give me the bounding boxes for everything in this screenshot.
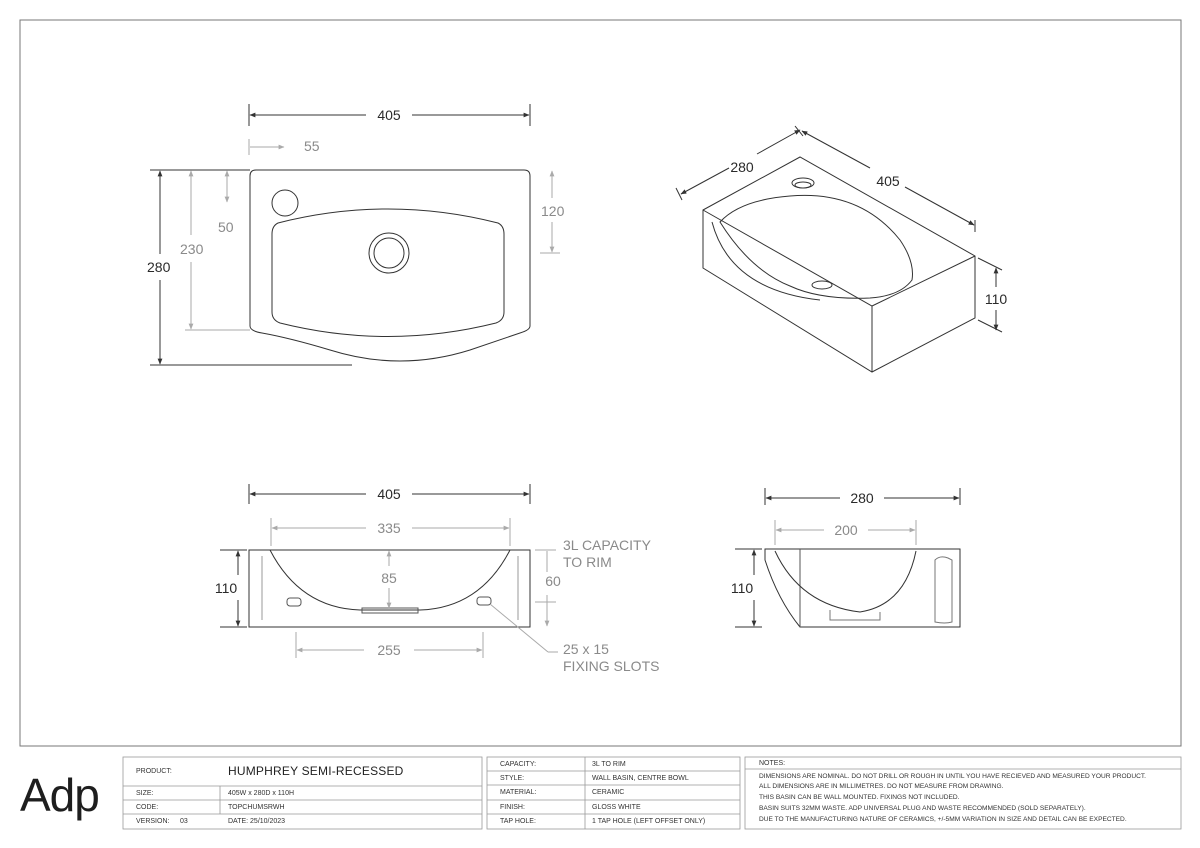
slot-note-line1: 25 x 15	[563, 641, 609, 657]
note-line: THIS BASIN CAN BE WALL MOUNTED. FIXINGS …	[759, 794, 960, 801]
material-value: CERAMIC	[592, 789, 625, 796]
date-value: DATE: 25/10/2023	[228, 818, 286, 825]
side-bowl-depth-label: 200	[834, 522, 858, 538]
front-outline	[248, 549, 531, 628]
capacity-value: 3L TO RIM	[592, 761, 626, 768]
top-view-bowl	[271, 208, 505, 337]
capacity-note-line1: 3L CAPACITY	[563, 537, 652, 553]
style-value: WALL BASIN, CENTRE BOWL	[592, 775, 689, 782]
taphole-label: TAP HOLE:	[500, 818, 536, 825]
adp-logo: Adp	[20, 769, 100, 821]
iso-view	[702, 156, 976, 373]
front-view	[248, 549, 531, 628]
version-label: VERSION:	[136, 818, 170, 825]
size-label: SIZE:	[136, 790, 154, 797]
iso-dimensions: 280 405 110	[675, 125, 1008, 333]
drawing-frame	[19, 19, 1182, 747]
note-line: DUE TO THE MANUFACTURING NATURE OF CERAM…	[759, 816, 1127, 823]
top-depth-label: 280	[147, 259, 171, 275]
size-value: 405W x 280D x 110H	[228, 790, 295, 797]
tap-hole	[271, 189, 299, 217]
product-value: HUMPHREY SEMI-RECESSED	[228, 764, 404, 778]
taphole-value: 1 TAP HOLE (LEFT OFFSET ONLY)	[592, 818, 706, 825]
code-value: TOPCHUMSRWH	[228, 804, 285, 811]
fixing-slot-right	[476, 596, 492, 606]
side-waste	[829, 610, 881, 621]
title-block-frames	[122, 756, 1182, 830]
waste-outer	[368, 232, 410, 274]
side-fixing-recess	[934, 556, 953, 624]
iso-depth-label: 280	[730, 159, 754, 175]
slot-note-line2: FIXING SLOTS	[563, 658, 659, 674]
iso-bowl	[719, 194, 913, 299]
iso-top-edges	[702, 209, 976, 307]
iso-front-curve	[711, 221, 821, 301]
note-line: DIMENSIONS ARE NOMINAL. DO NOT DRILL OR …	[759, 773, 1147, 780]
side-outline	[764, 548, 961, 628]
tap-offset-label: 55	[304, 138, 320, 154]
finish-label: FINISH:	[500, 804, 525, 811]
iso-width-label: 405	[876, 173, 900, 189]
finish-value: GLOSS WHITE	[592, 804, 641, 811]
bowl-width-label: 335	[377, 520, 401, 536]
slot-height-label: 60	[545, 573, 561, 589]
notes-label: NOTES:	[759, 760, 786, 767]
note-line: BASIN SUITS 32MM WASTE. ADP UNIVERSAL PL…	[759, 805, 1086, 812]
front-dimensions: 405 335 110 85 60 3L CAPACITY TO RIM 255…	[215, 484, 659, 674]
capacity-label: CAPACITY:	[500, 761, 537, 768]
capacity-note-line2: TO RIM	[563, 554, 612, 570]
iso-height-label: 110	[985, 291, 1008, 307]
front-bowl-curve	[269, 549, 511, 611]
waste-depth-label: 230	[180, 241, 204, 257]
material-label: MATERIAL:	[500, 789, 537, 796]
side-bowl-curve	[774, 550, 917, 613]
bowl-depth-label: 85	[381, 570, 397, 586]
right-depth-label: 120	[541, 203, 565, 219]
side-height-label: 110	[731, 580, 754, 596]
front-height-label: 110	[215, 580, 238, 596]
top-view	[249, 169, 531, 362]
code-label: CODE:	[136, 804, 159, 811]
iso-waste	[811, 280, 833, 290]
top-view-dimensions: 405 55 50 230 120 280	[147, 104, 565, 366]
tap-depth-label: 50	[218, 219, 234, 235]
top-width-label: 405	[377, 107, 401, 123]
style-label: STYLE:	[500, 775, 525, 782]
fixing-slot-left	[286, 597, 302, 607]
front-width-label: 405	[377, 486, 401, 502]
side-view	[764, 548, 961, 628]
product-label: PRODUCT:	[136, 768, 172, 775]
side-dimensions: 280 200 110	[731, 488, 961, 628]
waste-inner	[373, 237, 405, 269]
side-depth-label: 280	[850, 490, 874, 506]
top-view-outline	[249, 169, 531, 362]
iso-tap-hole-inner	[794, 181, 812, 189]
slot-spacing-label: 255	[377, 642, 401, 658]
note-line: ALL DIMENSIONS ARE IN MILLIMETRES. DO NO…	[759, 783, 1004, 790]
version-value: 03	[180, 818, 188, 825]
iso-outline	[702, 156, 976, 373]
